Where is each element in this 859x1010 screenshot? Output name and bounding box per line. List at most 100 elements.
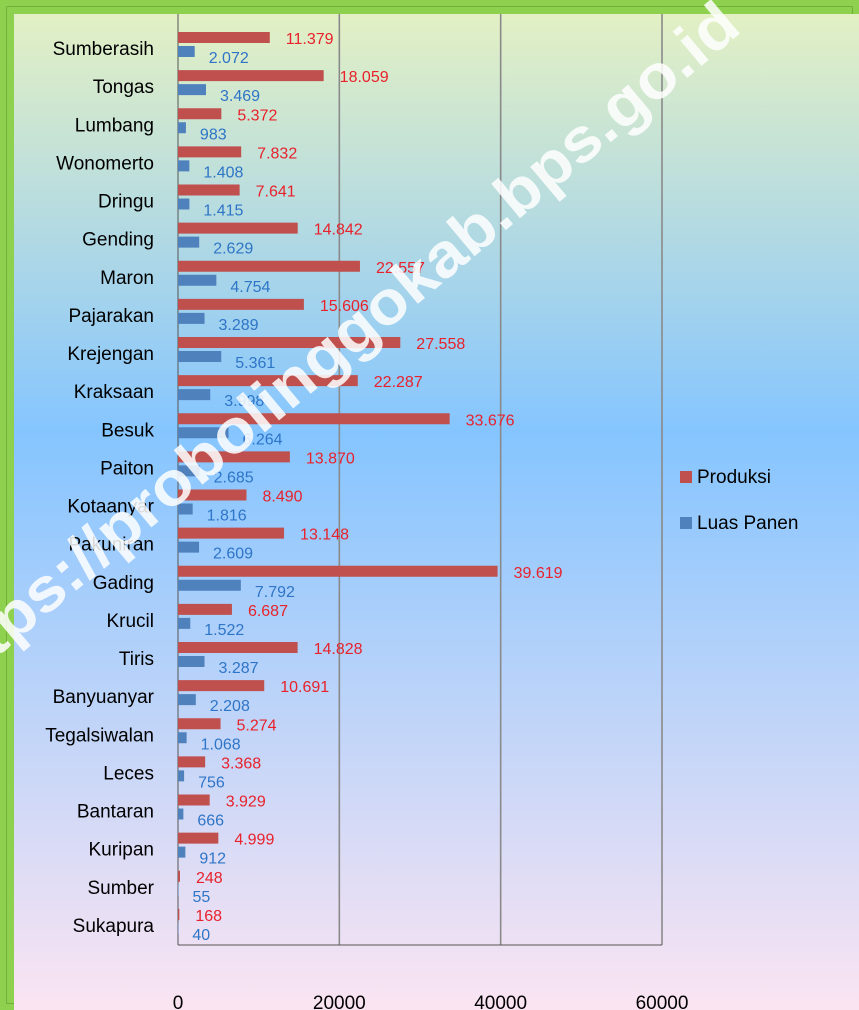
bar-luas-panen <box>178 541 200 553</box>
category-label: Tiris <box>119 649 154 670</box>
legend-label: Luas Panen <box>697 513 798 534</box>
bar-produksi <box>178 146 242 158</box>
legend-swatch-1 <box>680 517 692 529</box>
bar-luas-panen <box>178 236 200 248</box>
data-label-luas-panen: 55 <box>192 889 210 906</box>
bar-produksi <box>178 756 206 768</box>
data-label-luas-panen: 756 <box>198 774 225 791</box>
data-label-produksi: 27.558 <box>416 336 465 353</box>
bar-produksi <box>178 680 265 692</box>
data-labels: 11.3792.07218.0593.4695.3729837.8321.408… <box>192 31 562 944</box>
bar-produksi <box>178 298 304 310</box>
data-label-luas-panen: 5.361 <box>235 355 275 372</box>
bar-produksi <box>178 375 358 387</box>
data-label-produksi: 248 <box>196 870 223 887</box>
bar-produksi <box>178 451 290 463</box>
category-label: Banyuanyar <box>53 687 155 708</box>
data-label-luas-panen: 1.408 <box>203 164 243 181</box>
data-label-luas-panen: 666 <box>197 813 224 830</box>
category-label: Besuk <box>101 420 154 441</box>
legend-label: Produksi <box>697 467 771 488</box>
data-label-luas-panen: 3.469 <box>220 88 260 105</box>
data-label-produksi: 13.148 <box>300 527 349 544</box>
gridlines <box>338 14 663 945</box>
bar-luas-panen <box>178 122 186 134</box>
bar-luas-panen <box>178 465 200 477</box>
x-tick-label: 40000 <box>474 993 527 1010</box>
data-label-luas-panen: 40 <box>192 927 210 944</box>
category-label: Kuripan <box>89 840 155 861</box>
bar-luas-panen <box>178 84 206 96</box>
data-label-luas-panen: 7.792 <box>255 584 295 601</box>
bar-luas-panen <box>178 503 193 515</box>
data-label-luas-panen: 6.264 <box>243 431 283 448</box>
bar-produksi <box>178 413 450 425</box>
bar-luas-panen <box>178 732 187 744</box>
data-label-produksi: 13.870 <box>306 450 355 467</box>
category-label: Pakuniran <box>68 535 154 556</box>
category-label: Pajarakan <box>68 306 154 327</box>
category-label: Paiton <box>100 458 154 479</box>
bar-luas-panen <box>178 922 179 934</box>
data-label-luas-panen: 983 <box>200 126 227 143</box>
category-label: Leces <box>103 763 154 784</box>
bar-produksi <box>178 565 498 577</box>
bar-luas-panen <box>178 351 222 362</box>
bar-luas-panen <box>178 46 195 57</box>
data-label-luas-panen: 2.208 <box>210 698 250 715</box>
data-label-produksi: 6.687 <box>248 603 288 620</box>
category-label: Maron <box>100 268 154 289</box>
bar-luas-panen <box>178 274 217 286</box>
bar-luas-panen <box>178 808 184 820</box>
data-label-luas-panen: 2.685 <box>214 469 254 486</box>
data-label-luas-panen: 4.754 <box>230 279 270 296</box>
data-label-produksi: 3.929 <box>226 794 266 811</box>
bar-luas-panen <box>178 198 190 210</box>
category-label: Krejengan <box>67 344 154 365</box>
category-label: Sukapura <box>73 916 155 937</box>
legend-swatch-0 <box>680 471 692 483</box>
category-label: Gending <box>82 230 154 251</box>
data-label-produksi: 8.490 <box>262 489 302 506</box>
data-label-produksi: 168 <box>195 908 222 925</box>
bar-produksi <box>178 603 232 615</box>
category-labels: SumberasihTongasLumbangWonomertoDringuGe… <box>45 39 154 937</box>
data-label-produksi: 14.842 <box>314 222 363 239</box>
category-label: Dringu <box>98 192 154 213</box>
bar-luas-panen <box>178 160 190 172</box>
category-label: Kotaanyar <box>67 497 154 518</box>
category-label: Gading <box>93 573 154 594</box>
bar-luas-panen <box>178 427 229 439</box>
data-label-luas-panen: 1.522 <box>204 622 244 639</box>
bar-produksi <box>178 32 270 43</box>
data-label-produksi: 15.606 <box>320 298 369 315</box>
bar-produksi <box>178 222 298 234</box>
bar-luas-panen <box>178 656 205 667</box>
bar-luas-panen <box>178 389 211 401</box>
category-label: Sumber <box>87 878 154 899</box>
bar-produksi <box>178 718 221 730</box>
data-label-produksi: 4.999 <box>234 832 274 849</box>
bar-luas-panen <box>178 770 185 782</box>
bar-produksi <box>178 260 360 272</box>
bar-produksi <box>178 870 181 882</box>
x-tick-label: 60000 <box>636 993 689 1010</box>
category-label: Krucil <box>106 611 154 632</box>
bar-luas-panen <box>178 617 191 629</box>
data-label-produksi: 3.368 <box>221 755 261 772</box>
category-label: Lumbang <box>75 115 154 136</box>
data-label-produksi: 7.832 <box>257 145 297 162</box>
data-label-luas-panen: 912 <box>199 851 226 868</box>
category-label: Sumberasih <box>53 39 154 60</box>
data-label-luas-panen: 2.072 <box>209 50 249 67</box>
data-label-produksi: 10.691 <box>280 679 329 696</box>
bar-luas-panen <box>178 884 179 896</box>
data-label-produksi: 14.828 <box>314 641 363 658</box>
bar-produksi <box>178 489 247 501</box>
data-label-produksi: 39.619 <box>514 565 563 582</box>
bar-produksi <box>178 108 222 120</box>
bar-produksi <box>178 908 180 920</box>
